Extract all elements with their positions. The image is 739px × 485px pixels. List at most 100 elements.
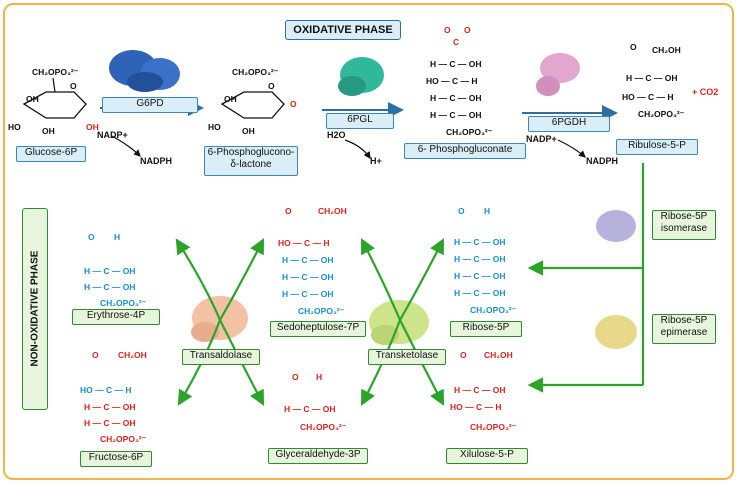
svg-text:OH: OH <box>242 126 255 136</box>
svg-text:H — C — OH: H — C — OH <box>430 93 481 103</box>
transketolase-label: Transketolase <box>368 349 446 365</box>
tk-arrow-ribose <box>399 238 445 321</box>
svg-text:HO: HO <box>208 122 221 132</box>
erythrose-4p-label: Erythrose-4P <box>72 309 160 325</box>
svg-text:H — C — OH: H — C — OH <box>430 59 481 69</box>
phosphogluconate-label: 6- Phosphogluconate <box>404 143 526 159</box>
6pgdh-protein-icon <box>536 53 580 96</box>
svg-text:OH: OH <box>42 126 55 136</box>
svg-text:O: O <box>292 372 299 382</box>
lactone-structure: CH₂OPO₃²⁻ O O OH HO OH <box>208 67 297 136</box>
nonoxidative-phase-box: NON-OXIDATIVE PHASE <box>22 208 48 410</box>
svg-text:H — C — OH: H — C — OH <box>84 402 135 412</box>
xilulose-5p-structure: O CH₂OH H — C — OH HO — C — H CH₂OPO₃²⁻ <box>450 350 517 432</box>
svg-text:H — C — OH: H — C — OH <box>84 418 135 428</box>
sedoheptulose-7p-label: Sedoheptulose-7P <box>270 321 366 337</box>
svg-text:HO: HO <box>8 122 21 132</box>
svg-text:H — C — OH: H — C — OH <box>454 237 505 247</box>
ribulose-5p-label: Ribulose-5-P <box>616 139 698 155</box>
svg-text:CH₂OPO₃²⁻: CH₂OPO₃²⁻ <box>470 422 517 432</box>
ta-arrow-sedoheptulose <box>219 238 265 321</box>
svg-text:O: O <box>460 350 467 360</box>
nadph-2: NADPH <box>586 156 619 166</box>
nadp-arrow-1 <box>111 135 141 157</box>
svg-text:OH: OH <box>26 94 39 104</box>
svg-text:O: O <box>458 206 465 216</box>
svg-text:O: O <box>92 350 99 360</box>
svg-text:H — C — OH: H — C — OH <box>430 110 481 120</box>
svg-text:HO — C — H: HO — C — H <box>450 402 501 412</box>
svg-text:C: C <box>453 37 459 47</box>
svg-text:OH: OH <box>224 94 237 104</box>
svg-text:O: O <box>290 99 297 109</box>
ta-arrow-erythrose <box>175 238 222 321</box>
ribose-isomerase-protein-icon <box>596 210 636 242</box>
transaldolase-label: Transaldolase <box>182 349 260 365</box>
svg-text:H — C — OH: H — C — OH <box>84 266 135 276</box>
ribose-epimerase-protein-icon <box>595 315 637 349</box>
ribose-5p-label: Ribose-5P <box>450 321 522 337</box>
oxidative-phase-title: OXIDATIVE PHASE <box>285 20 401 40</box>
svg-text:H: H <box>114 232 120 242</box>
6pgdh-label: 6PGDH <box>528 116 610 132</box>
svg-text:HO — C — H: HO — C — H <box>622 92 673 102</box>
svg-text:CH₂OH: CH₂OH <box>118 350 147 360</box>
svg-text:CH₂OH: CH₂OH <box>484 350 513 360</box>
svg-text:H — C — OH: H — C — OH <box>454 385 505 395</box>
h2o: H2O <box>327 130 346 140</box>
svg-text:OH: OH <box>86 122 99 132</box>
nadp-2: NADP+ <box>526 134 557 144</box>
svg-text:CH₂OPO₃²⁻: CH₂OPO₃²⁻ <box>638 109 685 119</box>
svg-text:H — C — OH: H — C — OH <box>284 404 335 414</box>
xilulose-5p-label: Xilulose-5-P <box>446 448 528 464</box>
svg-text:CH₂OH: CH₂OH <box>652 45 681 55</box>
svg-text:H — C — OH: H — C — OH <box>454 288 505 298</box>
svg-text:HO — C — H: HO — C — H <box>426 76 477 86</box>
ribose-epimerase-label: Ribose-5P epimerase <box>652 314 716 344</box>
svg-text:CH₂OPO₃²⁻: CH₂OPO₃²⁻ <box>100 298 147 308</box>
svg-text:CH₂OPO₃²⁻: CH₂OPO₃²⁻ <box>232 67 279 77</box>
svg-text:H — C — OH: H — C — OH <box>282 289 333 299</box>
glyceraldehyde-3p-label: Glyceraldehyde-3P <box>268 448 368 464</box>
svg-text:CH₂OPO₃²⁻: CH₂OPO₃²⁻ <box>100 434 147 444</box>
glucose-6p-structure: CH₂OPO₃²⁻ O OH HO OH OH <box>8 67 99 136</box>
svg-text:H — C — OH: H — C — OH <box>454 271 505 281</box>
svg-text:O: O <box>630 42 637 52</box>
svg-text:O: O <box>285 206 292 216</box>
svg-text:H: H <box>316 372 322 382</box>
svg-text:H — C — OH: H — C — OH <box>84 282 135 292</box>
svg-text:CH₂OPO₃²⁻: CH₂OPO₃²⁻ <box>32 67 79 77</box>
svg-text:H — C — OH: H — C — OH <box>626 73 677 83</box>
6pgl-label: 6PGL <box>326 113 394 129</box>
svg-text:HO — C — H: HO — C — H <box>278 238 329 248</box>
svg-text:CH₂OPO₃²⁻: CH₂OPO₃²⁻ <box>300 422 347 432</box>
erythrose-4p-structure: O H H — C — OH H — C — OH CH₂OPO₃²⁻ <box>84 232 147 308</box>
svg-text:O: O <box>444 25 451 35</box>
6pgl-protein-icon <box>338 57 384 96</box>
g6pd-label: G6PD <box>102 97 198 113</box>
tk-arrow-sedoheptulose <box>360 238 402 321</box>
ribulose-5p-structure: O CH₂OH H — C — OH HO — C — H CH₂OPO₃²⁻ <box>622 42 685 119</box>
svg-text:CH₂OPO₃²⁻: CH₂OPO₃²⁻ <box>470 305 517 315</box>
svg-text:CH₂OPO₃²⁻: CH₂OPO₃²⁻ <box>298 306 345 316</box>
g6pd-protein-icon <box>109 50 180 92</box>
svg-text:H: H <box>484 206 490 216</box>
svg-text:CH₂OPO₃²⁻: CH₂OPO₃²⁻ <box>446 127 493 137</box>
svg-text:O: O <box>268 81 275 91</box>
nadp-1: NADP+ <box>97 130 128 140</box>
svg-text:H — C — OH: H — C — OH <box>282 272 333 282</box>
fructose-6p-label: Fructose-6P <box>80 451 152 467</box>
svg-text:CH₂OH: CH₂OH <box>318 206 347 216</box>
nadph-1: NADPH <box>140 156 173 166</box>
glucose-6p-label: Glucose-6P <box>16 146 86 162</box>
svg-text:HO — C — H: HO — C — H <box>80 385 131 395</box>
svg-text:O: O <box>88 232 95 242</box>
co2: + CO2 <box>692 87 719 97</box>
svg-text:H — C — OH: H — C — OH <box>454 254 505 264</box>
nadp-arrow-2 <box>557 139 586 158</box>
diagram-frame <box>3 3 734 480</box>
